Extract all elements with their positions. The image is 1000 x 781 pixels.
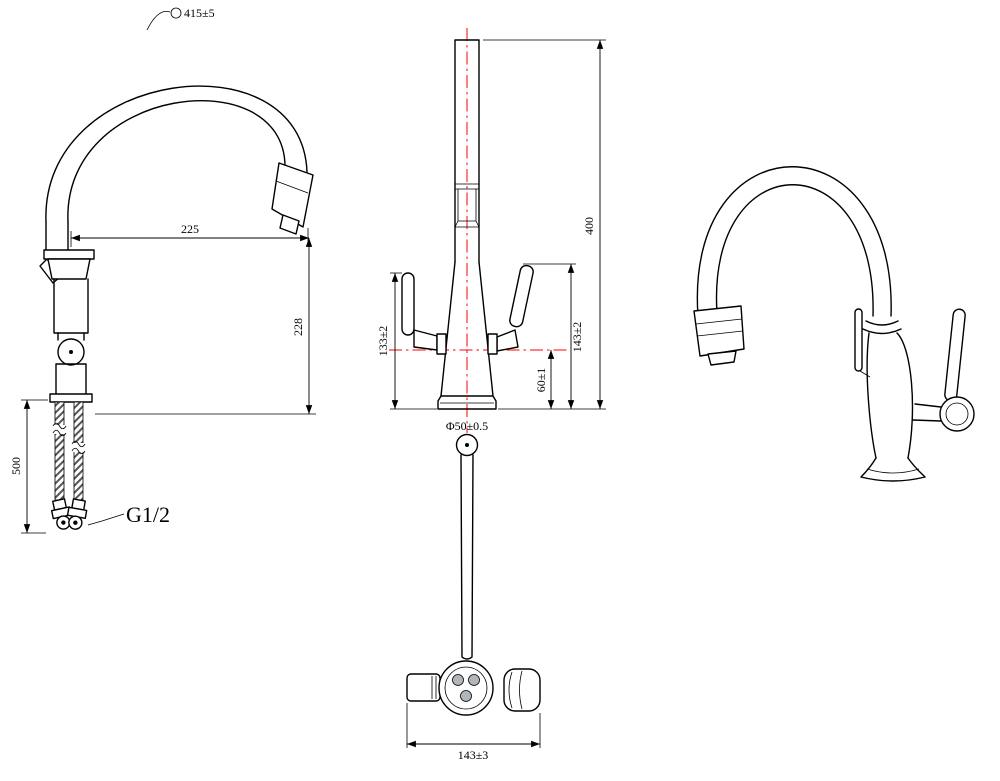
dim-left-handle-label: 133±2: [376, 326, 390, 357]
spray-head-right: [693, 305, 745, 366]
dim-right-handle-label: 143±2: [570, 322, 584, 353]
dim-arc-label: 415±5: [184, 6, 215, 20]
handle-top: [503, 668, 541, 712]
faucet-body-side: [39, 249, 95, 403]
inlet-hole: [468, 674, 480, 686]
top-view: 143±3: [406, 433, 541, 762]
inlet-hole: [452, 674, 464, 686]
left-lever-right: [854, 308, 871, 378]
dim-handle-base-label: 60±1: [534, 368, 548, 393]
faucet-body-right: [860, 320, 926, 482]
dimensions-top: 143±3: [406, 703, 541, 762]
hose-break-symbol: [71, 440, 86, 455]
right-lever-right: [912, 308, 975, 432]
body-top: [438, 660, 494, 716]
spout-pipe-front: [454, 39, 480, 263]
hose-fitting-right: [66, 498, 88, 530]
spray-head: [271, 162, 314, 235]
dimensions-front: 400 143±2 60±1 133±2 Φ50±0.5: [376, 39, 606, 433]
dim-height-label: 400: [582, 217, 596, 235]
gooseneck-spout-right: [696, 166, 892, 317]
leader-circle: [170, 7, 182, 19]
gooseneck-spout: [45, 85, 308, 251]
dim-base-diameter-label: Φ50±0.5: [446, 419, 488, 433]
perspective-view: [693, 166, 975, 482]
dimensions-side: 415±5 225 228 500 G1/2: [9, 6, 316, 534]
hose-break-symbol: [52, 422, 67, 437]
thread-label: G1/2: [126, 502, 170, 527]
right-handle-front: [487, 264, 534, 355]
dim-hose-length-label: 500: [9, 457, 23, 475]
side-view: 415±5 225 228 500 G1/2: [9, 6, 316, 534]
side-port-top: [406, 673, 441, 702]
spout-tube-top: [460, 454, 474, 660]
inlet-hole: [460, 690, 472, 702]
faucet-body-front: [437, 261, 497, 410]
left-handle-front: [401, 272, 447, 355]
hose-left: [54, 401, 65, 501]
dim-top-width-label: 143±3: [458, 748, 489, 762]
dim-drop-label: 228: [291, 318, 305, 336]
front-view: 400 143±2 60±1 133±2 Φ50±0.5: [376, 28, 606, 433]
dim-reach-label: 225: [181, 222, 199, 236]
supply-hoses: [50, 401, 88, 530]
